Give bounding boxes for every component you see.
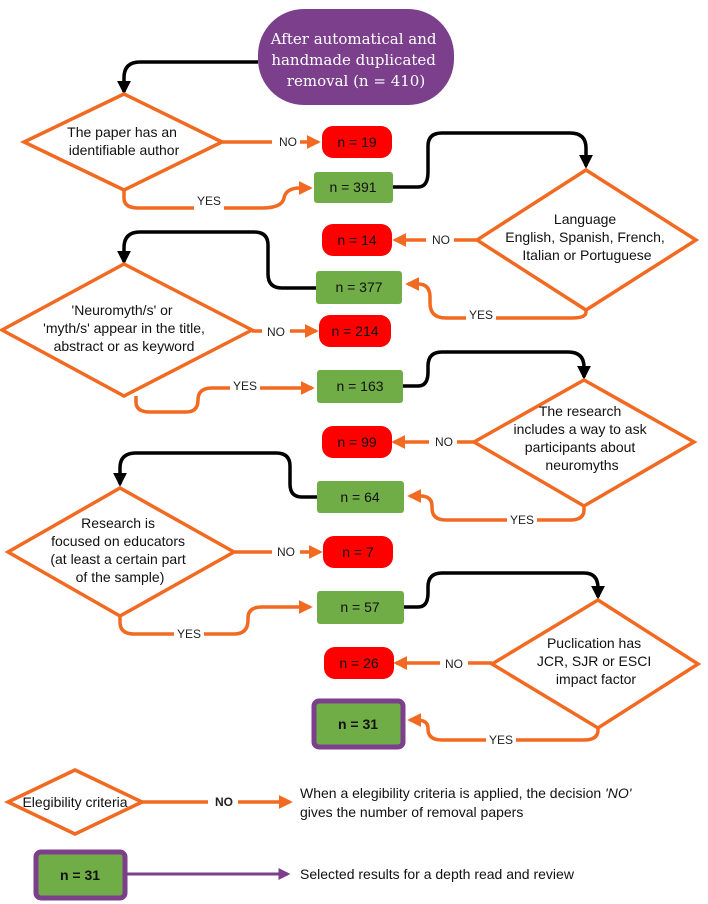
decision-label: (at least a certain part bbox=[50, 551, 186, 567]
decision-label: Italian or Portuguese bbox=[522, 247, 651, 263]
decision-label: The paper has an bbox=[67, 124, 177, 140]
removed-count: n = 19 bbox=[337, 134, 377, 150]
kept-count: n = 163 bbox=[336, 378, 383, 394]
yes-arrow bbox=[407, 713, 600, 742]
kept-box bbox=[317, 591, 404, 624]
legend: Elegibility criteria NO When a elegibili… bbox=[3, 768, 635, 901]
decision-label: The research bbox=[539, 403, 621, 419]
svg-text:Research is focused on edu: Research is focused on educators (at lea… bbox=[50, 515, 189, 585]
final-result-count: n = 31 bbox=[338, 716, 378, 732]
kept-box bbox=[316, 271, 402, 304]
yes-arrow bbox=[122, 181, 313, 210]
kept-count: n = 391 bbox=[329, 179, 376, 195]
connector-k4-to-d5 bbox=[113, 451, 317, 499]
no-label: NO bbox=[445, 657, 463, 671]
start-line: handmade duplicated bbox=[271, 51, 436, 69]
svg-text:Puclication has JCR, SJR o: Puclication has JCR, SJR or ESCI impact … bbox=[537, 635, 655, 687]
removed-box bbox=[319, 315, 391, 347]
no-label: NO bbox=[435, 435, 453, 449]
decision-label: English, Spanish, French, bbox=[505, 229, 665, 245]
svg-text:The research includes a wa: The research includes a way to ask parti… bbox=[514, 403, 651, 473]
connector-start-to-d1 bbox=[117, 60, 258, 95]
start-node bbox=[258, 9, 454, 105]
decision-label: 'myth/s' appear in the title, bbox=[43, 320, 205, 336]
final-result-box bbox=[311, 698, 406, 750]
legend-criteria-label: Elegibility criteria bbox=[22, 794, 127, 810]
decision-label: neuromyths bbox=[545, 457, 618, 473]
removed-box bbox=[323, 536, 393, 568]
removed-count: n = 7 bbox=[342, 544, 374, 560]
removed-box bbox=[322, 126, 392, 158]
kept-box bbox=[317, 370, 403, 403]
decision-label: abstract or as keyword bbox=[54, 338, 195, 354]
svg-text:'Neuromyth/s' or 'myth/s': 'Neuromyth/s' or 'myth/s' appear in the … bbox=[43, 302, 209, 354]
yes-arrow bbox=[405, 277, 588, 320]
removed-box bbox=[322, 426, 392, 458]
legend-no-desc: When a elegibility criteria is applied, … bbox=[300, 785, 605, 801]
removed-count: n = 214 bbox=[331, 323, 378, 339]
removed-box bbox=[322, 224, 392, 256]
no-label: NO bbox=[267, 325, 285, 339]
decision-label: participants about bbox=[525, 439, 636, 455]
svg-text:After automatical and hand: After automatical and handmade duplicate… bbox=[270, 30, 442, 90]
decision-label: identifiable author bbox=[69, 142, 180, 158]
yes-arrow bbox=[407, 489, 586, 522]
decision-label: 'Neuromyth/s' or bbox=[72, 302, 173, 318]
no-label: NO bbox=[277, 545, 295, 559]
decision-label: Puclication has bbox=[547, 635, 641, 651]
legend-no-desc: gives the number of removal papers bbox=[300, 804, 523, 820]
decision-label: impact factor bbox=[556, 671, 636, 687]
kept-box bbox=[317, 481, 404, 513]
yes-label: YES bbox=[489, 733, 513, 747]
svg-text:The paper has an identifia: The paper has an identifiable author bbox=[67, 124, 181, 158]
decision-label: includes a way to ask bbox=[514, 421, 648, 437]
svg-text:Language English, Spanish,: Language English, Spanish, French, Itali… bbox=[505, 211, 668, 263]
decision-label: focused on educators bbox=[51, 533, 185, 549]
legend-final-desc: Selected results for a depth read and re… bbox=[300, 866, 575, 882]
removed-count: n = 26 bbox=[339, 655, 379, 671]
kept-count: n = 377 bbox=[335, 279, 382, 295]
kept-box bbox=[314, 172, 393, 203]
yes-arrow bbox=[134, 381, 315, 414]
removed-count: n = 99 bbox=[337, 434, 377, 450]
yes-label: YES bbox=[197, 194, 221, 208]
yes-label: YES bbox=[469, 308, 493, 322]
legend-no-label: NO bbox=[215, 795, 233, 809]
legend-criteria-diamond bbox=[3, 768, 147, 836]
connector-k2-to-d3 bbox=[117, 230, 316, 290]
kept-count: n = 57 bbox=[340, 599, 380, 615]
no-label: NO bbox=[432, 233, 450, 247]
legend-no-desc-emph: 'NO' bbox=[605, 785, 633, 801]
yes-label: YES bbox=[233, 379, 257, 393]
connector-k5-to-d6 bbox=[404, 571, 605, 609]
decision-label: of the sample) bbox=[76, 569, 165, 585]
yes-arrow bbox=[118, 600, 313, 636]
decision-label: JCR, SJR or ESCI bbox=[537, 653, 651, 669]
yes-label: YES bbox=[510, 513, 534, 527]
legend-final-label: n = 31 bbox=[60, 867, 100, 883]
start-line: After automatical and bbox=[270, 30, 437, 48]
no-label: NO bbox=[279, 135, 297, 149]
connector-k1-to-d2 bbox=[393, 131, 593, 189]
kept-count: n = 64 bbox=[340, 489, 380, 505]
decision-label: Language bbox=[554, 211, 617, 227]
removed-count: n = 14 bbox=[337, 232, 377, 248]
removed-box bbox=[324, 647, 394, 679]
decision-label: Research is bbox=[81, 515, 155, 531]
yes-label: YES bbox=[177, 627, 201, 641]
start-line: removal (n = 410) bbox=[287, 72, 425, 90]
connector-k3-to-d4 bbox=[403, 350, 591, 388]
decision-diamond-neuromyth-keyword bbox=[0, 262, 256, 398]
svg-text:When a elegibility criteria is: When a elegibility criteria is applied, … bbox=[300, 785, 635, 820]
